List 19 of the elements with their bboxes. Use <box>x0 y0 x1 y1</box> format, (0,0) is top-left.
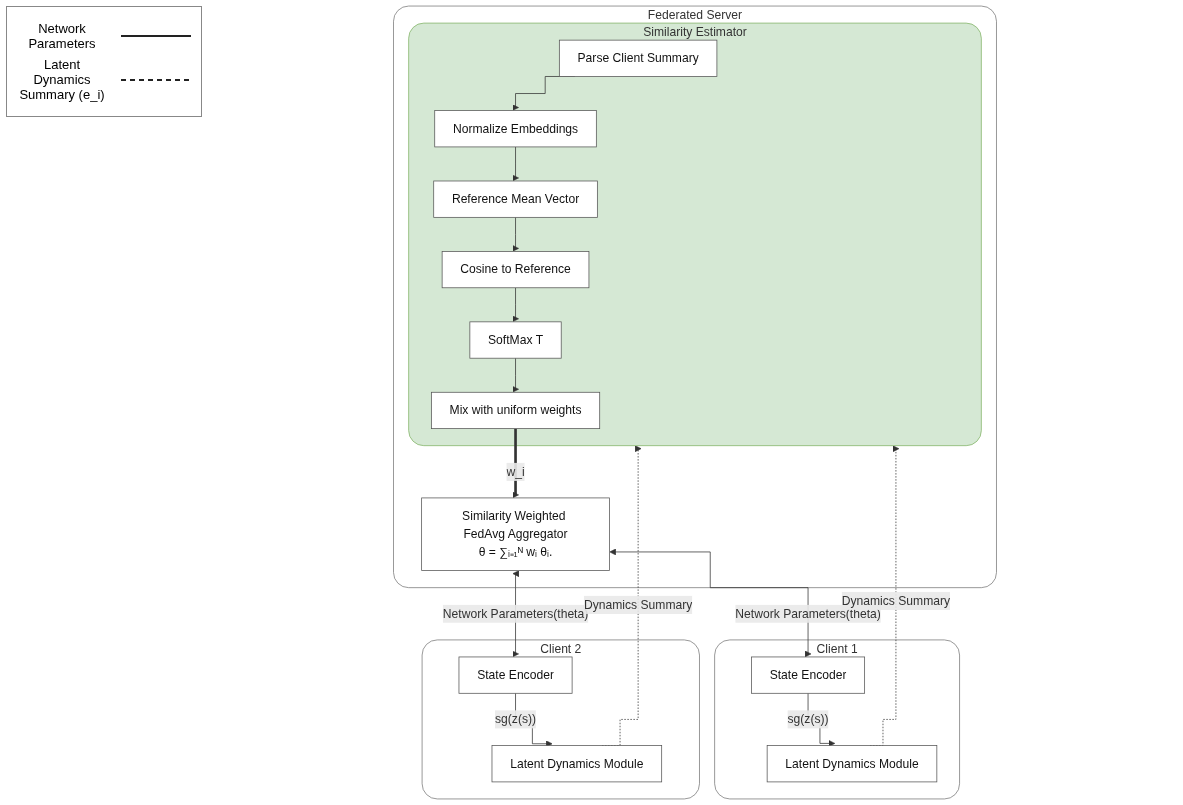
node-box: Latent Dynamics Module <box>766 745 938 783</box>
node-box: Similarity Weighted FedAvg Aggregator θ = ∑ᵢ₌₁ᴺ wᵢ θᵢ. <box>421 497 610 571</box>
node-box: Normalize Embeddings <box>434 110 597 148</box>
edge-label: sg(z(s)) <box>495 712 537 726</box>
legend-label: Latent Dynamics Summary (e_i) <box>18 57 106 102</box>
node-box: SoftMax T <box>469 321 562 359</box>
edge-label: sg(z(s)) <box>787 712 829 726</box>
legend-label: Network Parameters <box>27 21 97 51</box>
edge-label: w_i <box>506 464 525 478</box>
node-box: Parse Client Summary <box>558 39 718 77</box>
edge-label: Dynamics Summary <box>841 594 951 607</box>
node-box: Cosine to Reference <box>441 251 590 289</box>
node-box: State Encoder <box>751 656 865 694</box>
node-box: Reference Mean Vector <box>433 180 598 218</box>
edge-label: Network Parameters(theta) <box>735 606 881 620</box>
node-box: Latent Dynamics Module <box>491 745 663 783</box>
node-box: State Encoder <box>458 656 573 694</box>
node-box: Mix with uniform weights <box>431 391 601 429</box>
arrow <box>512 427 519 499</box>
